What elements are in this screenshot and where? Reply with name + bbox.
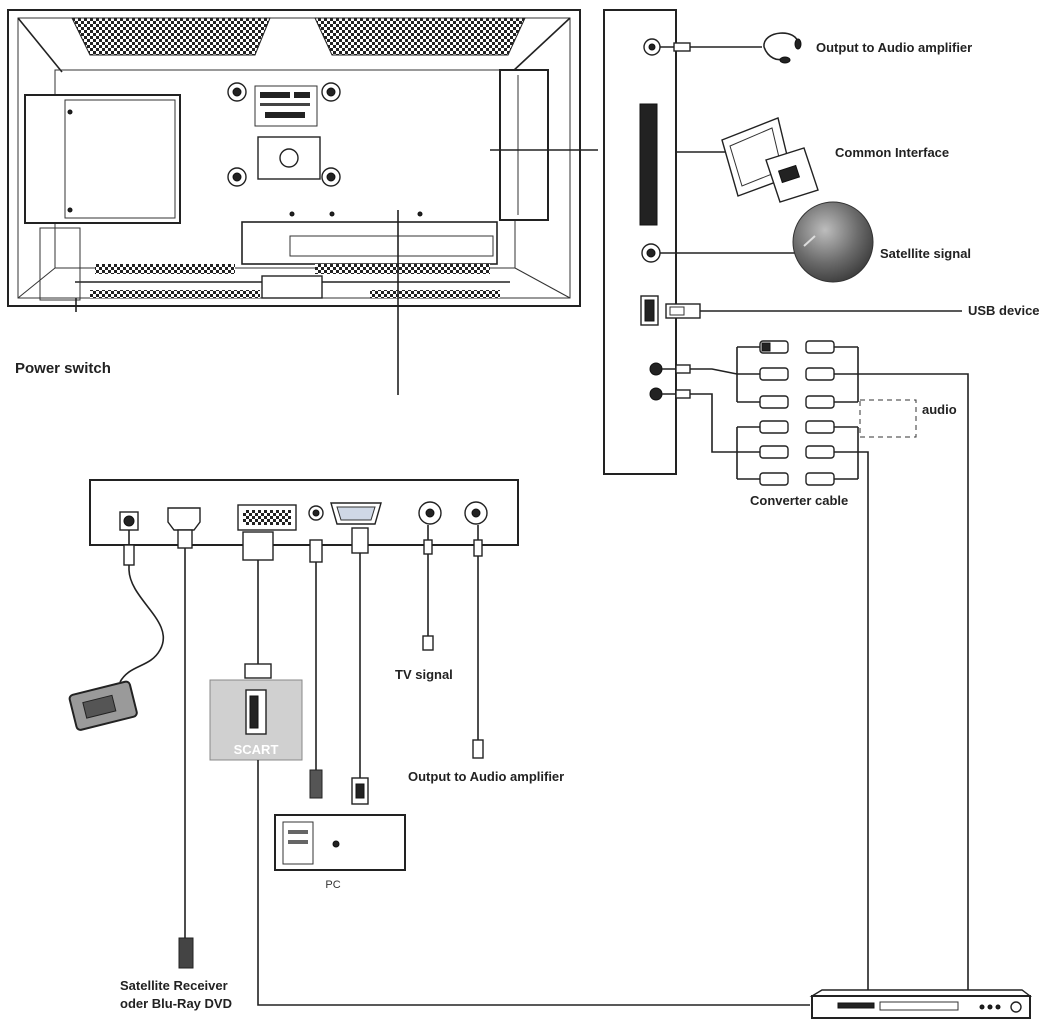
satellite-signal-label: Satellite signal xyxy=(880,246,971,261)
pc-label: PC xyxy=(325,879,340,891)
screw-icon xyxy=(67,207,73,213)
hdmi-plug xyxy=(177,529,193,549)
dvd-player-icon xyxy=(809,989,1033,1019)
converter-cable xyxy=(662,340,859,486)
side-panel-frame xyxy=(603,9,677,475)
output-audio-label-top: Output to Audio amplifier xyxy=(816,40,972,55)
rca-pair xyxy=(737,395,858,409)
rating-label-sticker xyxy=(254,85,318,127)
bottom-panel-frame xyxy=(89,479,519,546)
scart-label: SCART xyxy=(234,742,279,757)
rca-pair xyxy=(737,340,858,354)
scart-plug xyxy=(242,531,274,561)
rca-plug xyxy=(675,389,691,399)
power-cable xyxy=(119,530,165,683)
center-hole-icon xyxy=(279,148,299,168)
screw-icon xyxy=(329,211,335,217)
vga-plug xyxy=(351,527,369,554)
common-interface-label: Common Interface xyxy=(835,145,949,160)
usb-plug xyxy=(665,303,701,319)
screw-icon xyxy=(417,211,423,217)
bottom-vent xyxy=(90,290,260,298)
tv-lower-panel-inner xyxy=(289,235,494,257)
rca-plug xyxy=(675,364,691,374)
hdmi-port xyxy=(167,507,201,531)
audio-bracket xyxy=(859,399,917,438)
headphone-icon xyxy=(763,32,802,64)
top-vent-right xyxy=(314,17,526,56)
coaxial-plug xyxy=(472,739,484,759)
pc-audio-plug xyxy=(309,769,323,799)
rca-pair xyxy=(737,472,858,486)
satellite-receiver-label-2: oder Blu-Ray DVD xyxy=(120,996,232,1011)
power-cable-area xyxy=(39,227,81,301)
converter-cable-label: Converter cable xyxy=(750,493,848,508)
bottom-connector-panel xyxy=(89,479,519,546)
power-adapter-icon xyxy=(68,680,138,731)
tv-side-slot xyxy=(499,69,549,221)
satellite-receiver-label-1: Satellite Receiver xyxy=(120,978,228,993)
rca-pair xyxy=(737,367,858,381)
mini-component-jack xyxy=(649,362,663,376)
rca-pair xyxy=(737,420,858,434)
stand-mount xyxy=(261,275,323,299)
tv-back-panel xyxy=(7,9,581,312)
antenna-plug xyxy=(422,635,434,651)
cable-to-player-2 xyxy=(858,451,869,990)
pc-audio-plug xyxy=(309,539,323,563)
satellite-dish-icon xyxy=(792,201,874,283)
bottom-vent xyxy=(95,264,235,274)
top-vent-left xyxy=(71,17,271,56)
vesa-mount-holes xyxy=(227,82,341,187)
cable-to-player-1 xyxy=(858,373,969,990)
audio-label: audio xyxy=(922,402,957,417)
tv-left-mount-panel xyxy=(24,94,181,224)
hdmi-plug xyxy=(178,937,194,969)
screw-icon xyxy=(289,211,295,217)
tv-corner-line-left xyxy=(17,17,63,73)
tv-corner-line-bottom-left xyxy=(17,267,56,299)
rca-pair xyxy=(737,445,858,459)
tv-corner-line-right xyxy=(511,17,571,73)
screw-icon xyxy=(67,109,73,115)
bottom-vent xyxy=(370,290,500,298)
headphone-plug xyxy=(673,42,691,52)
tv-left-mount-inner xyxy=(64,99,176,219)
tv-corner-line-bottom-right xyxy=(514,267,571,299)
common-interface-slot xyxy=(639,103,658,226)
scart-adapter-box: SCART xyxy=(209,679,303,761)
output-audio-label-bottom: Output to Audio amplifier xyxy=(408,769,564,784)
tv-signal-label: TV signal xyxy=(395,667,453,682)
ci-module-icon xyxy=(721,117,819,203)
power-switch-label: Power switch xyxy=(15,360,111,377)
side-connector-panel xyxy=(603,9,677,475)
scart-to-player-cable xyxy=(257,760,810,1006)
pc-tower-icon xyxy=(274,814,406,871)
usb-device-label: USB device xyxy=(968,303,1040,318)
bottom-vent xyxy=(315,264,490,274)
mini-av-jack xyxy=(649,387,663,401)
